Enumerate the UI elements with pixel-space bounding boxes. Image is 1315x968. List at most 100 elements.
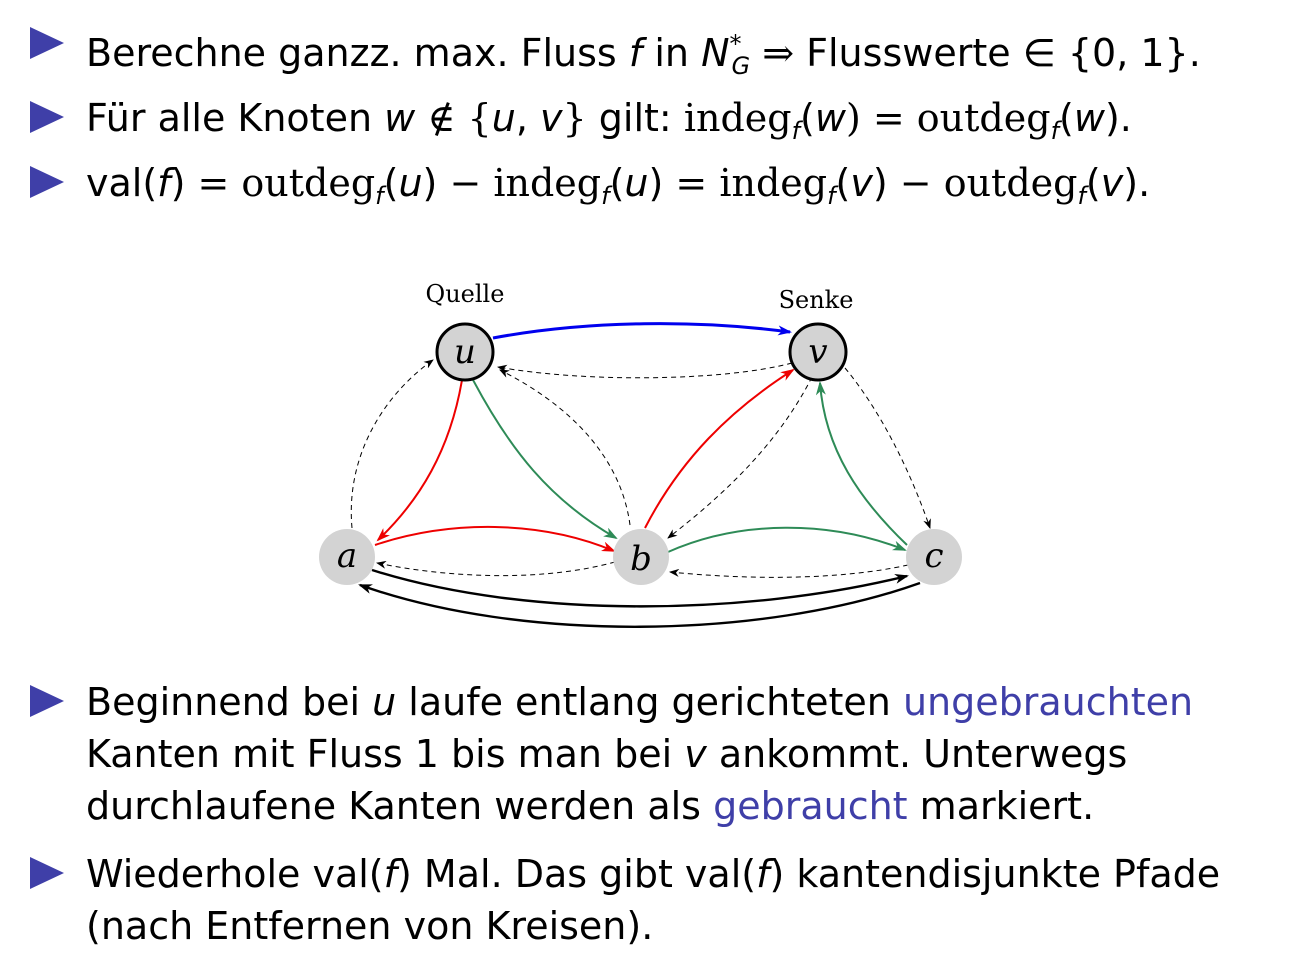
- math-implies: ⇒: [762, 31, 795, 75]
- math-indeg: indeg: [493, 161, 602, 205]
- math-N: N: [701, 31, 730, 75]
- math-w: w: [1073, 96, 1105, 140]
- text: Beginnend bei: [86, 680, 361, 724]
- text: ) kantendisjunkte Pfade (nach Entfernen …: [86, 852, 1221, 948]
- text: laufe entlang gerichteten: [408, 680, 891, 724]
- edge-b-v-red: [644, 368, 795, 529]
- node-a-label: a: [337, 536, 357, 576]
- edge-a-c-black: [371, 568, 909, 608]
- math-sub: f: [375, 182, 384, 210]
- math-w: w: [814, 96, 846, 140]
- edge-v-u-dashed: [497, 362, 793, 379]
- node-b-label: b: [630, 539, 652, 579]
- edge-c-b-dashed: [669, 564, 909, 578]
- bullet-triangle-icon: [30, 857, 64, 889]
- math-outdeg: outdeg: [241, 161, 376, 205]
- bullet-triangle-icon: [30, 166, 64, 198]
- text: Kanten mit Fluss 1 bis man bei: [86, 732, 673, 776]
- node-u-label: u: [454, 332, 476, 372]
- math: ).: [1123, 161, 1151, 205]
- math: (: [383, 161, 399, 205]
- node-v: v: [788, 322, 848, 382]
- math-sub: G: [731, 52, 751, 80]
- math-indeg: indeg: [683, 96, 792, 140]
- math-w: w: [384, 96, 416, 140]
- node-c: c: [906, 529, 962, 585]
- edge-c-v-green: [815, 381, 908, 546]
- flow-graph: u v a b c Quelle Senke: [319, 280, 962, 628]
- math-outdeg: outdeg: [943, 161, 1078, 205]
- math-sup: *: [729, 30, 742, 58]
- math-f: f: [383, 852, 398, 896]
- text: ankommt. Unterwegs durchlaufene Kanten w…: [86, 732, 1128, 828]
- edge-a-u-dashed: [350, 359, 434, 529]
- math: (: [800, 96, 815, 140]
- node-v-label: v: [808, 332, 827, 372]
- edge-b-a-dashed: [376, 560, 616, 577]
- text: Flusswerte ∈ {0, 1}.: [806, 31, 1201, 75]
- math: ∉ {: [427, 96, 492, 140]
- math-f: f: [756, 852, 770, 896]
- math-v: v: [1100, 161, 1124, 205]
- text: ) Mal. Das gibt val(: [397, 852, 757, 896]
- text: in: [654, 31, 689, 75]
- text: markiert.: [919, 784, 1095, 828]
- math: ): [422, 161, 438, 205]
- math: =: [663, 161, 720, 205]
- bullet-flow-value: val(f) = outdegf(u) − indegf(u) = indegf…: [30, 157, 1300, 222]
- edge-c-a-black: [358, 581, 921, 628]
- text: gilt:: [598, 96, 672, 140]
- math-u: u: [398, 161, 423, 205]
- math: (: [835, 161, 851, 205]
- math: (: [609, 161, 625, 205]
- bullet-max-flow: Berechne ganzz. max. Fluss f in N*G ⇒ Fl…: [30, 18, 1300, 92]
- node-u: u: [435, 322, 495, 382]
- math: −: [887, 161, 944, 205]
- text: Berechne ganzz. max. Fluss: [86, 31, 617, 75]
- bullet-repeat: Wiederhole val(f) Mal. Das gibt val(f) k…: [30, 848, 1300, 952]
- edge-v-b-dashed: [667, 376, 813, 539]
- node-c-label: c: [924, 536, 943, 576]
- math: (: [1059, 96, 1074, 140]
- math-u: u: [624, 161, 649, 205]
- edge-u-b-green: [471, 377, 618, 539]
- math-v: v: [540, 96, 563, 140]
- math: ) =: [845, 96, 917, 140]
- math-sub: f: [1050, 117, 1060, 145]
- math: ,: [515, 96, 528, 140]
- math-sub: f: [791, 117, 801, 145]
- top-bullet-list: Berechne ganzz. max. Fluss f in N*G ⇒ Fl…: [30, 18, 1300, 222]
- node-a: a: [319, 529, 375, 585]
- text: val(: [86, 161, 158, 205]
- highlight-ungebrauchten: ungebrauchten: [902, 680, 1194, 724]
- math: (: [1085, 161, 1101, 205]
- bottom-bullet-list: Beginnend bei u laufe entlang gerichtete…: [30, 676, 1300, 968]
- source-label: Quelle: [426, 280, 505, 308]
- text: Für alle Knoten: [86, 96, 373, 140]
- math: ): [872, 161, 888, 205]
- edge-u-a-red: [376, 379, 463, 542]
- sink-label: Senke: [779, 286, 854, 314]
- math: ): [648, 161, 664, 205]
- math-u: u: [491, 96, 516, 140]
- highlight-gebraucht: gebraucht: [713, 784, 908, 828]
- edge-a-b-red: [374, 526, 616, 552]
- math-f: f: [157, 161, 171, 205]
- math-outdeg: outdeg: [916, 96, 1051, 140]
- math-u: u: [372, 680, 397, 724]
- node-b: b: [613, 529, 669, 585]
- bullet-triangle-icon: [30, 685, 64, 717]
- bullet-path-walk: Beginnend bei u laufe entlang gerichtete…: [30, 676, 1300, 832]
- bullet-triangle-icon: [30, 27, 64, 59]
- edge-b-c-green: [667, 526, 907, 553]
- math-sub: f: [601, 182, 610, 210]
- edge-b-u-dashed: [499, 369, 631, 526]
- math: }: [562, 96, 587, 140]
- math-v: v: [684, 732, 707, 776]
- text: ): [170, 161, 186, 205]
- edge-u-v-blue: [492, 322, 792, 340]
- math-sub: f: [1077, 182, 1086, 210]
- math-indeg: indeg: [719, 161, 828, 205]
- edge-v-c-dashed: [844, 367, 931, 529]
- math: ).: [1104, 96, 1132, 140]
